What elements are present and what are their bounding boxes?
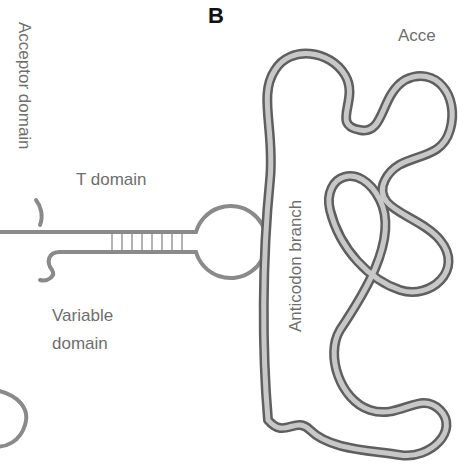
domain-label: T domain (76, 170, 147, 190)
base-pair (121, 234, 123, 250)
variable-bump (40, 252, 60, 280)
base-pair (181, 234, 183, 250)
branch-label: Acce (398, 26, 436, 46)
t-stem-strand (60, 250, 196, 254)
domain-label: Variable domain (52, 302, 152, 358)
domain-label: Acceptor domain (14, 22, 34, 150)
base-pair (111, 234, 113, 250)
t-loop (196, 206, 267, 278)
base-pair (151, 234, 153, 250)
t-stem-strand (0, 230, 196, 234)
base-pair (171, 234, 173, 250)
base-pair (131, 234, 133, 250)
ribbon-highlight (264, 54, 453, 456)
panel-letter: B (208, 6, 224, 26)
branch-label: Anticodon branch (286, 200, 306, 332)
ribbon-3d (264, 54, 453, 456)
base-pair (141, 234, 143, 250)
acceptor-stem (36, 200, 42, 225)
base-pairs (112, 234, 182, 250)
anticodon-loop (0, 390, 26, 446)
ribbon-outline (264, 54, 453, 456)
base-pair (161, 234, 163, 250)
cloverleaf (0, 200, 267, 446)
